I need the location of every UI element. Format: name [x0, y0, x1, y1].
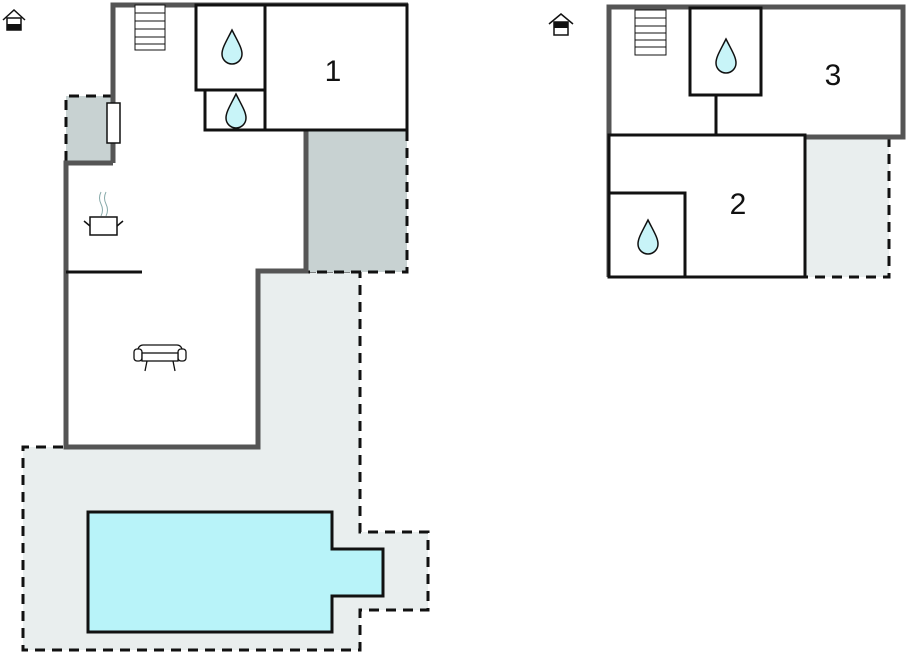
stairs-icon: [134, 4, 166, 51]
swimming-pool: [86, 510, 385, 634]
room-label: 1: [325, 55, 342, 88]
patio-border: [306, 131, 409, 274]
covered-patio: [306, 131, 407, 272]
exterior-wall: [606, 4, 906, 277]
room-label: 3: [825, 59, 842, 92]
balcony: [805, 137, 889, 277]
terrace-border: [21, 269, 430, 652]
door: [106, 102, 121, 144]
bedroom-1: [263, 3, 409, 132]
small-porch: [66, 96, 113, 163]
upper-floor-plan: 3 2: [548, 4, 906, 279]
sofa-icon: [133, 344, 187, 372]
balcony-border: [805, 137, 891, 279]
house-upper-floor-icon: [548, 13, 574, 36]
stairs-icon: [634, 9, 667, 56]
house-ground-floor-icon: [2, 8, 26, 31]
ground-floor-plan: 1: [2, 2, 430, 652]
room-label: 2: [730, 188, 747, 221]
kitchen-pot-icon: [83, 191, 124, 236]
